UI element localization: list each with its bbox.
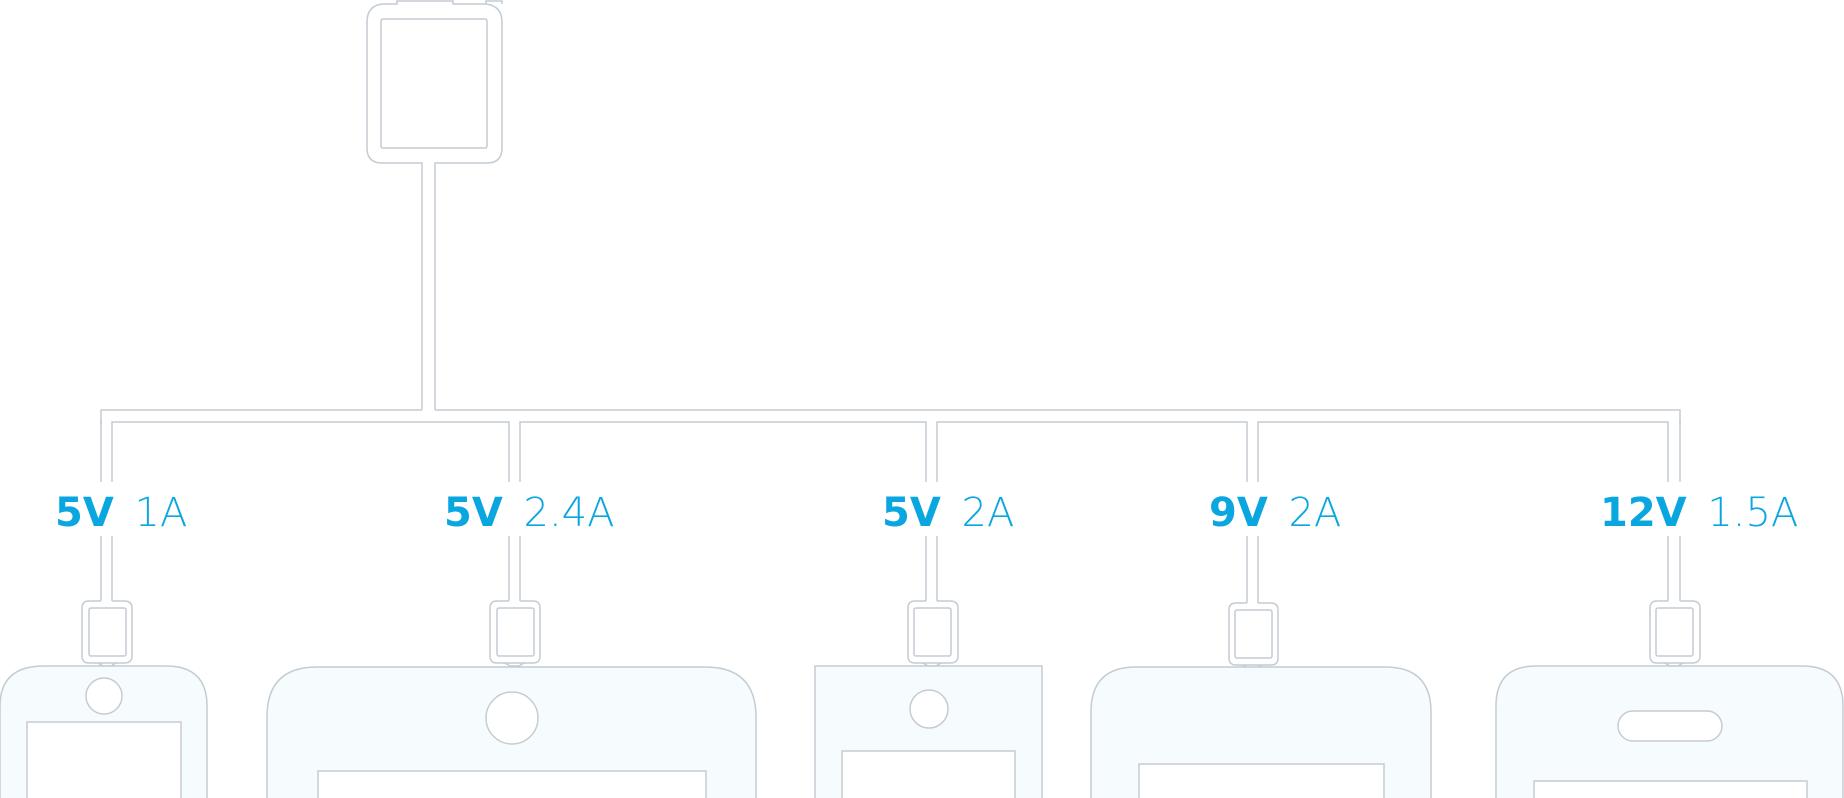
device-phone-slot [1495,665,1844,798]
camera-icon [485,691,539,745]
device-screen [26,721,182,798]
output-label-4: 9V 2A [1209,490,1341,536]
camera-icon [909,689,949,729]
charger-body [366,0,503,410]
device-screen [841,750,1016,798]
device-screen [1138,763,1385,798]
speaker-slot [1617,710,1723,742]
output-labels: 5V 1A 5V 2.4A 5V 2A 9V 2A 12V 1.5A [55,490,1798,536]
voltage-label: 5V [444,490,503,536]
charger-face [380,18,488,149]
output-label-5: 12V 1.5A [1600,490,1798,536]
plug-2 [489,536,541,667]
current-label: 2.4A [524,490,615,536]
output-label-1: 5V 1A [55,490,187,536]
device-phone-square [814,665,1043,798]
voltage-label: 9V [1209,490,1268,536]
current-label: 1.5A [1707,490,1798,536]
device-phone-large [1090,666,1432,798]
charger-hub [366,0,503,410]
plug-4 [1228,536,1279,669]
current-label: 2A [1289,490,1342,536]
plugs [81,536,1701,669]
plug-3 [907,536,959,667]
output-label-3: 5V 2A [882,490,1014,536]
branch-cables [100,420,1681,482]
branch-4 [1257,421,1669,482]
voltage-label: 5V [55,490,114,536]
branch-1 [100,420,510,482]
current-label: 2A [962,490,1015,536]
current-label: 1A [135,490,188,536]
device-tablet [266,666,757,798]
devices [0,665,1844,798]
output-label-2: 5V 2.4A [444,490,615,536]
plug-5 [1649,536,1701,667]
plug-1 [81,536,133,667]
device-screen [317,770,707,798]
device-screen [1533,780,1808,798]
voltage-label: 12V [1600,490,1687,536]
camera-icon [85,677,123,715]
device-phone-small [0,665,208,798]
voltage-label: 5V [882,490,941,536]
branch-2 [519,421,927,482]
branch-3 [936,421,1248,482]
